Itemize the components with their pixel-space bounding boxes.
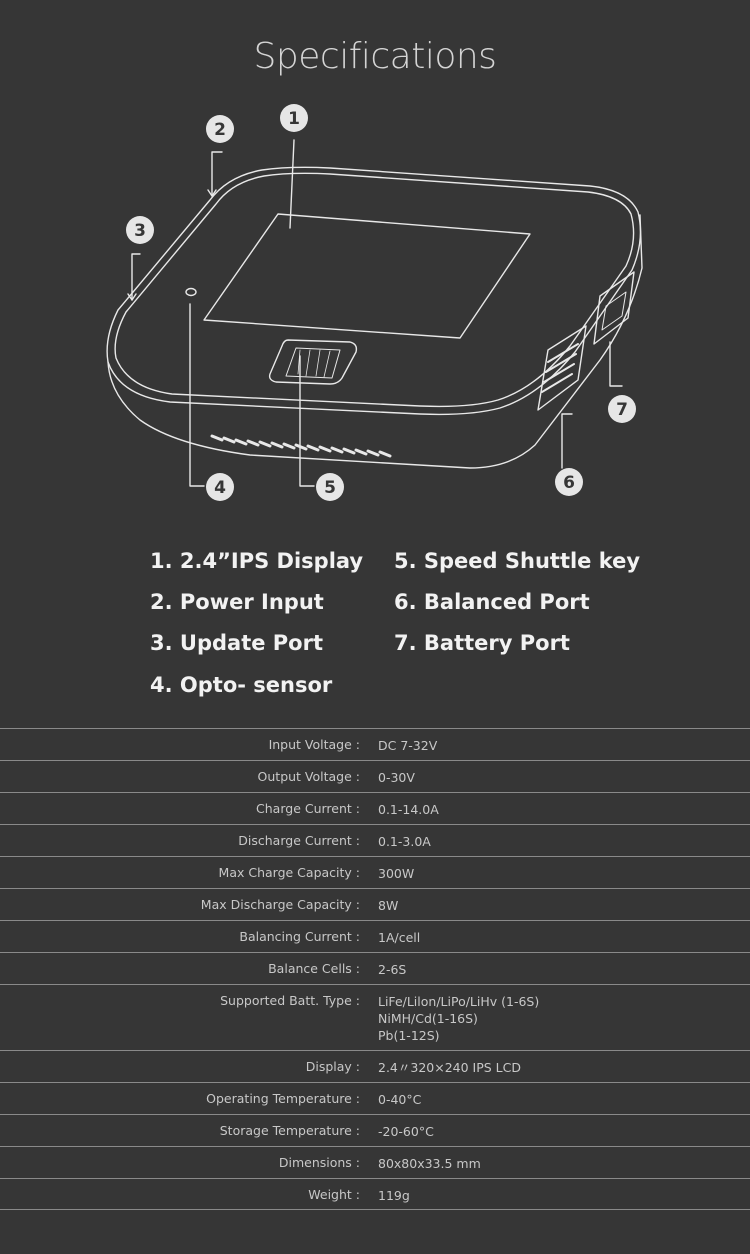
spec-row: Charge Current : 0.1-14.0A bbox=[0, 792, 750, 824]
spec-label: Discharge Current : bbox=[238, 833, 360, 848]
feature-item: 5. Speed Shuttle key bbox=[394, 549, 641, 573]
device-side bbox=[107, 214, 643, 469]
spec-row: Output Voltage : 0-30V bbox=[0, 760, 750, 792]
svg-text:2: 2 bbox=[214, 120, 226, 140]
spec-row: Weight : 119g bbox=[0, 1178, 750, 1210]
feature-item: 4. Opto- sensor bbox=[150, 673, 333, 697]
spec-value: 0.1-3.0A bbox=[378, 834, 431, 849]
balance-port-outline bbox=[537, 325, 587, 411]
svg-text:3: 3 bbox=[134, 221, 146, 241]
spec-label: Supported Batt. Type : bbox=[220, 993, 360, 1008]
spec-label: Storage Temperature : bbox=[219, 1123, 360, 1138]
callout-1: 1 bbox=[280, 104, 308, 132]
device-outline bbox=[106, 166, 642, 416]
spec-value: 0.1-14.0A bbox=[378, 802, 439, 817]
spec-value: DC 7-32V bbox=[378, 738, 438, 753]
spec-label: Dimensions : bbox=[278, 1155, 360, 1170]
callout-7: 7 bbox=[608, 395, 636, 423]
spec-value: 0-40°C bbox=[378, 1092, 422, 1107]
callout-3: 3 bbox=[126, 216, 154, 244]
spec-row: Input Voltage : DC 7-32V bbox=[0, 728, 750, 760]
shuttle-key-outline bbox=[268, 339, 358, 385]
spec-label: Max Discharge Capacity : bbox=[200, 897, 360, 912]
spec-value-line: Pb(1-12S) bbox=[378, 1028, 440, 1043]
screen-outline bbox=[203, 213, 531, 339]
spec-value: 80x80x33.5 mm bbox=[378, 1156, 481, 1171]
spec-label: Weight : bbox=[308, 1187, 360, 1202]
feature-item: 6. Balanced Port bbox=[394, 590, 590, 614]
spec-value: 2-6S bbox=[378, 962, 407, 977]
feature-item: 7. Battery Port bbox=[394, 631, 570, 655]
callout-4: 4 bbox=[206, 473, 234, 501]
spec-row: Max Charge Capacity : 300W bbox=[0, 856, 750, 888]
svg-text:7: 7 bbox=[616, 400, 628, 420]
spec-row: Supported Batt. Type : LiFe/Lilon/LiPo/L… bbox=[0, 984, 750, 1050]
spec-label: Output Voltage : bbox=[257, 769, 360, 784]
feature-item: 3. Update Port bbox=[150, 631, 323, 655]
spec-row: Storage Temperature : -20-60°C bbox=[0, 1114, 750, 1146]
svg-text:6: 6 bbox=[563, 473, 575, 493]
spec-row: Max Discharge Capacity : 8W bbox=[0, 888, 750, 920]
spec-label: Balance Cells : bbox=[268, 961, 360, 976]
feature-item: 1. 2.4”IPS Display bbox=[150, 549, 364, 573]
spec-value: 8W bbox=[378, 898, 399, 913]
svg-text:1: 1 bbox=[288, 109, 300, 129]
callout-6: 6 bbox=[555, 468, 583, 496]
spec-row: Display : 2.4〃320×240 IPS LCD bbox=[0, 1050, 750, 1082]
svg-text:5: 5 bbox=[324, 478, 336, 498]
spec-value: 119g bbox=[378, 1188, 410, 1203]
spec-label: Input Voltage : bbox=[268, 737, 360, 752]
spec-value: -20-60°C bbox=[378, 1124, 434, 1139]
spec-value-line: LiFe/Lilon/LiPo/LiHv (1-6S) bbox=[378, 994, 540, 1009]
callout-markers: 1 2 3 4 5 6 7 bbox=[126, 104, 636, 501]
spec-label: Balancing Current : bbox=[239, 929, 360, 944]
spec-row: Balance Cells : 2-6S bbox=[0, 952, 750, 984]
spec-value: LiFe/Lilon/LiPo/LiHv (1-6S) NiMH/Cd(1-16… bbox=[378, 993, 539, 1044]
callout-2: 2 bbox=[206, 115, 234, 143]
spec-label: Max Charge Capacity : bbox=[218, 865, 360, 880]
spec-row: Balancing Current : 1A/cell bbox=[0, 920, 750, 952]
callout-5: 5 bbox=[316, 473, 344, 501]
spec-value: 2.4〃320×240 IPS LCD bbox=[378, 1060, 521, 1075]
spec-row: Discharge Current : 0.1-3.0A bbox=[0, 824, 750, 856]
battery-port-outline bbox=[593, 271, 635, 345]
spec-row: Operating Temperature : 0-40°C bbox=[0, 1082, 750, 1114]
opto-sensor bbox=[185, 287, 197, 297]
device-top-rim bbox=[114, 172, 635, 408]
spec-label: Operating Temperature : bbox=[206, 1091, 360, 1106]
spec-label: Display : bbox=[305, 1059, 360, 1074]
page-title: Specifications bbox=[253, 36, 497, 77]
spec-value: 0-30V bbox=[378, 770, 415, 785]
charger-diagram: 1 2 3 4 5 6 7 bbox=[106, 104, 643, 501]
spec-value-line: NiMH/Cd(1-16S) bbox=[378, 1011, 478, 1026]
spec-label: Charge Current : bbox=[256, 801, 360, 816]
spec-value: 300W bbox=[378, 866, 415, 881]
feature-item: 2. Power Input bbox=[150, 590, 324, 614]
spec-row: Dimensions : 80x80x33.5 mm bbox=[0, 1146, 750, 1178]
svg-text:4: 4 bbox=[214, 478, 226, 498]
spec-value: 1A/cell bbox=[378, 930, 421, 945]
